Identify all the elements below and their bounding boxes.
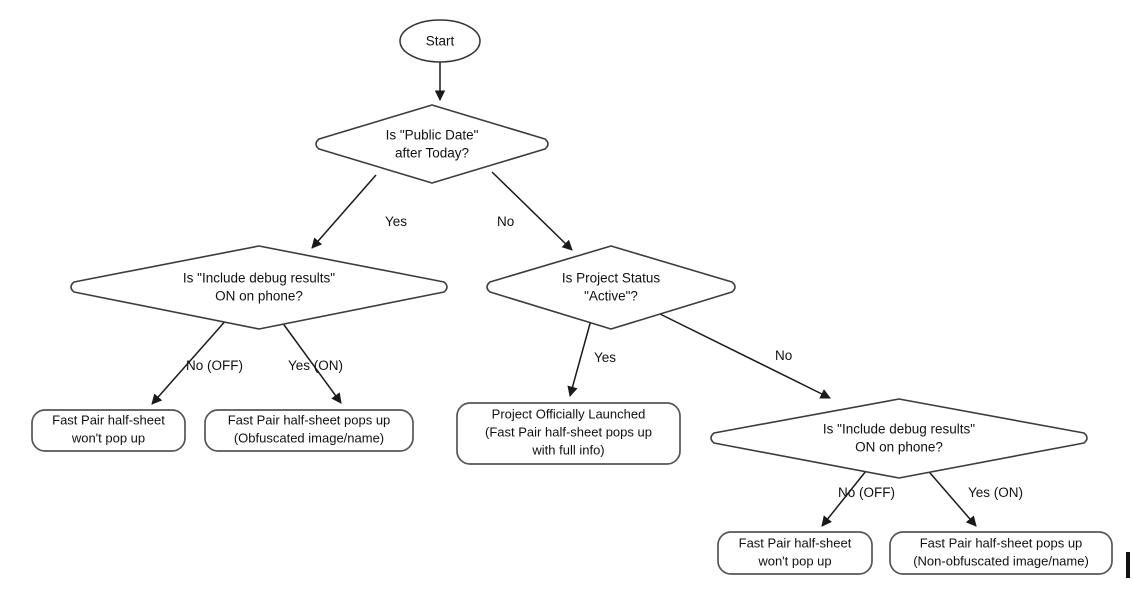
node-terminal-launched[interactable]: Project Officially Launched (Fast Pair h… xyxy=(456,402,681,465)
edge-label-debug-left-off: No (OFF) xyxy=(186,358,243,373)
node-terminal-left-on[interactable]: Fast Pair half-sheet pops up (Obfuscated… xyxy=(204,409,414,452)
terminal-left-on-line1: Fast Pair half-sheet pops up xyxy=(228,412,391,427)
project-status-diamond xyxy=(486,245,736,330)
edge-public-date-yes xyxy=(311,174,377,249)
node-decision-debug-right[interactable]: Is "Include debug results" ON on phone? xyxy=(710,398,1088,479)
edge-label-debug-right-on: Yes (ON) xyxy=(968,485,1023,500)
edge-label-debug-right-off: No (OFF) xyxy=(838,485,895,500)
node-terminal-right-off[interactable]: Fast Pair half-sheet won't pop up xyxy=(717,531,873,575)
terminal-right-off-line2: won't pop up xyxy=(757,553,831,568)
edge-label-debug-left-on: Yes (ON) xyxy=(288,358,343,373)
edge-debug-right-on xyxy=(923,465,977,527)
node-decision-project-status[interactable]: Is Project Status "Active"? xyxy=(486,245,736,330)
edge-debug-left-on xyxy=(278,317,342,404)
node-start[interactable]: Start xyxy=(399,19,481,63)
terminal-left-on-line2: (Obfuscated image/name) xyxy=(234,430,384,445)
terminal-left-off-line2: won't pop up xyxy=(71,430,145,445)
public-date-label-line2: after Today? xyxy=(395,146,469,161)
start-ellipse xyxy=(399,19,481,63)
edge-group: Yes No No (OFF) Yes (ON) Yes No No (OFF)… xyxy=(151,62,1023,527)
node-decision-debug-left[interactable]: Is "Include debug results" ON on phone? xyxy=(70,245,448,330)
terminal-right-on-line2: (Non-obfuscated image/name) xyxy=(913,553,1089,568)
edge-public-date-no xyxy=(491,171,573,251)
terminal-launched-line3: with full info) xyxy=(531,442,604,457)
node-terminal-right-on[interactable]: Fast Pair half-sheet pops up (Non-obfusc… xyxy=(889,531,1113,575)
public-date-label-line1: Is "Public Date" xyxy=(386,128,479,143)
terminal-left-on-box xyxy=(204,409,414,452)
start-label: Start xyxy=(426,34,455,49)
debug-right-label-line1: Is "Include debug results" xyxy=(823,422,975,437)
terminal-left-off-line1: Fast Pair half-sheet xyxy=(52,412,165,427)
edge-label-public-date-yes: Yes xyxy=(385,214,407,229)
terminal-right-on-line1: Fast Pair half-sheet pops up xyxy=(920,535,1083,550)
node-terminal-left-off[interactable]: Fast Pair half-sheet won't pop up xyxy=(31,409,186,452)
terminal-launched-line1: Project Officially Launched xyxy=(492,406,646,421)
project-status-label-line1: Is Project Status xyxy=(562,271,661,286)
edge-label-project-status-yes: Yes xyxy=(594,350,616,365)
terminal-launched-box xyxy=(456,402,681,465)
edge-debug-right-off xyxy=(821,465,871,527)
terminal-right-on-box xyxy=(889,531,1113,575)
edge-label-project-status-no: No xyxy=(775,348,792,363)
debug-left-label-line2: ON on phone? xyxy=(215,289,303,304)
terminal-left-off-box xyxy=(31,409,186,452)
edge-project-status-no xyxy=(657,312,831,399)
terminal-right-off-line1: Fast Pair half-sheet xyxy=(739,535,852,550)
debug-right-label-line2: ON on phone? xyxy=(855,440,943,455)
terminal-launched-line2: (Fast Pair half-sheet pops up xyxy=(485,424,652,439)
terminal-right-off-box xyxy=(717,531,873,575)
edge-project-status-yes xyxy=(567,319,592,398)
debug-right-diamond xyxy=(710,398,1088,479)
node-decision-public-date[interactable]: Is "Public Date" after Today? xyxy=(315,104,549,184)
edge-label-public-date-no: No xyxy=(497,214,514,229)
debug-left-diamond xyxy=(70,245,448,330)
public-date-diamond xyxy=(315,104,549,184)
edge-debug-left-off xyxy=(151,317,229,405)
debug-left-label-line1: Is "Include debug results" xyxy=(183,271,335,286)
project-status-label-line2: "Active"? xyxy=(584,289,638,304)
page-edge-mark xyxy=(1126,552,1130,578)
